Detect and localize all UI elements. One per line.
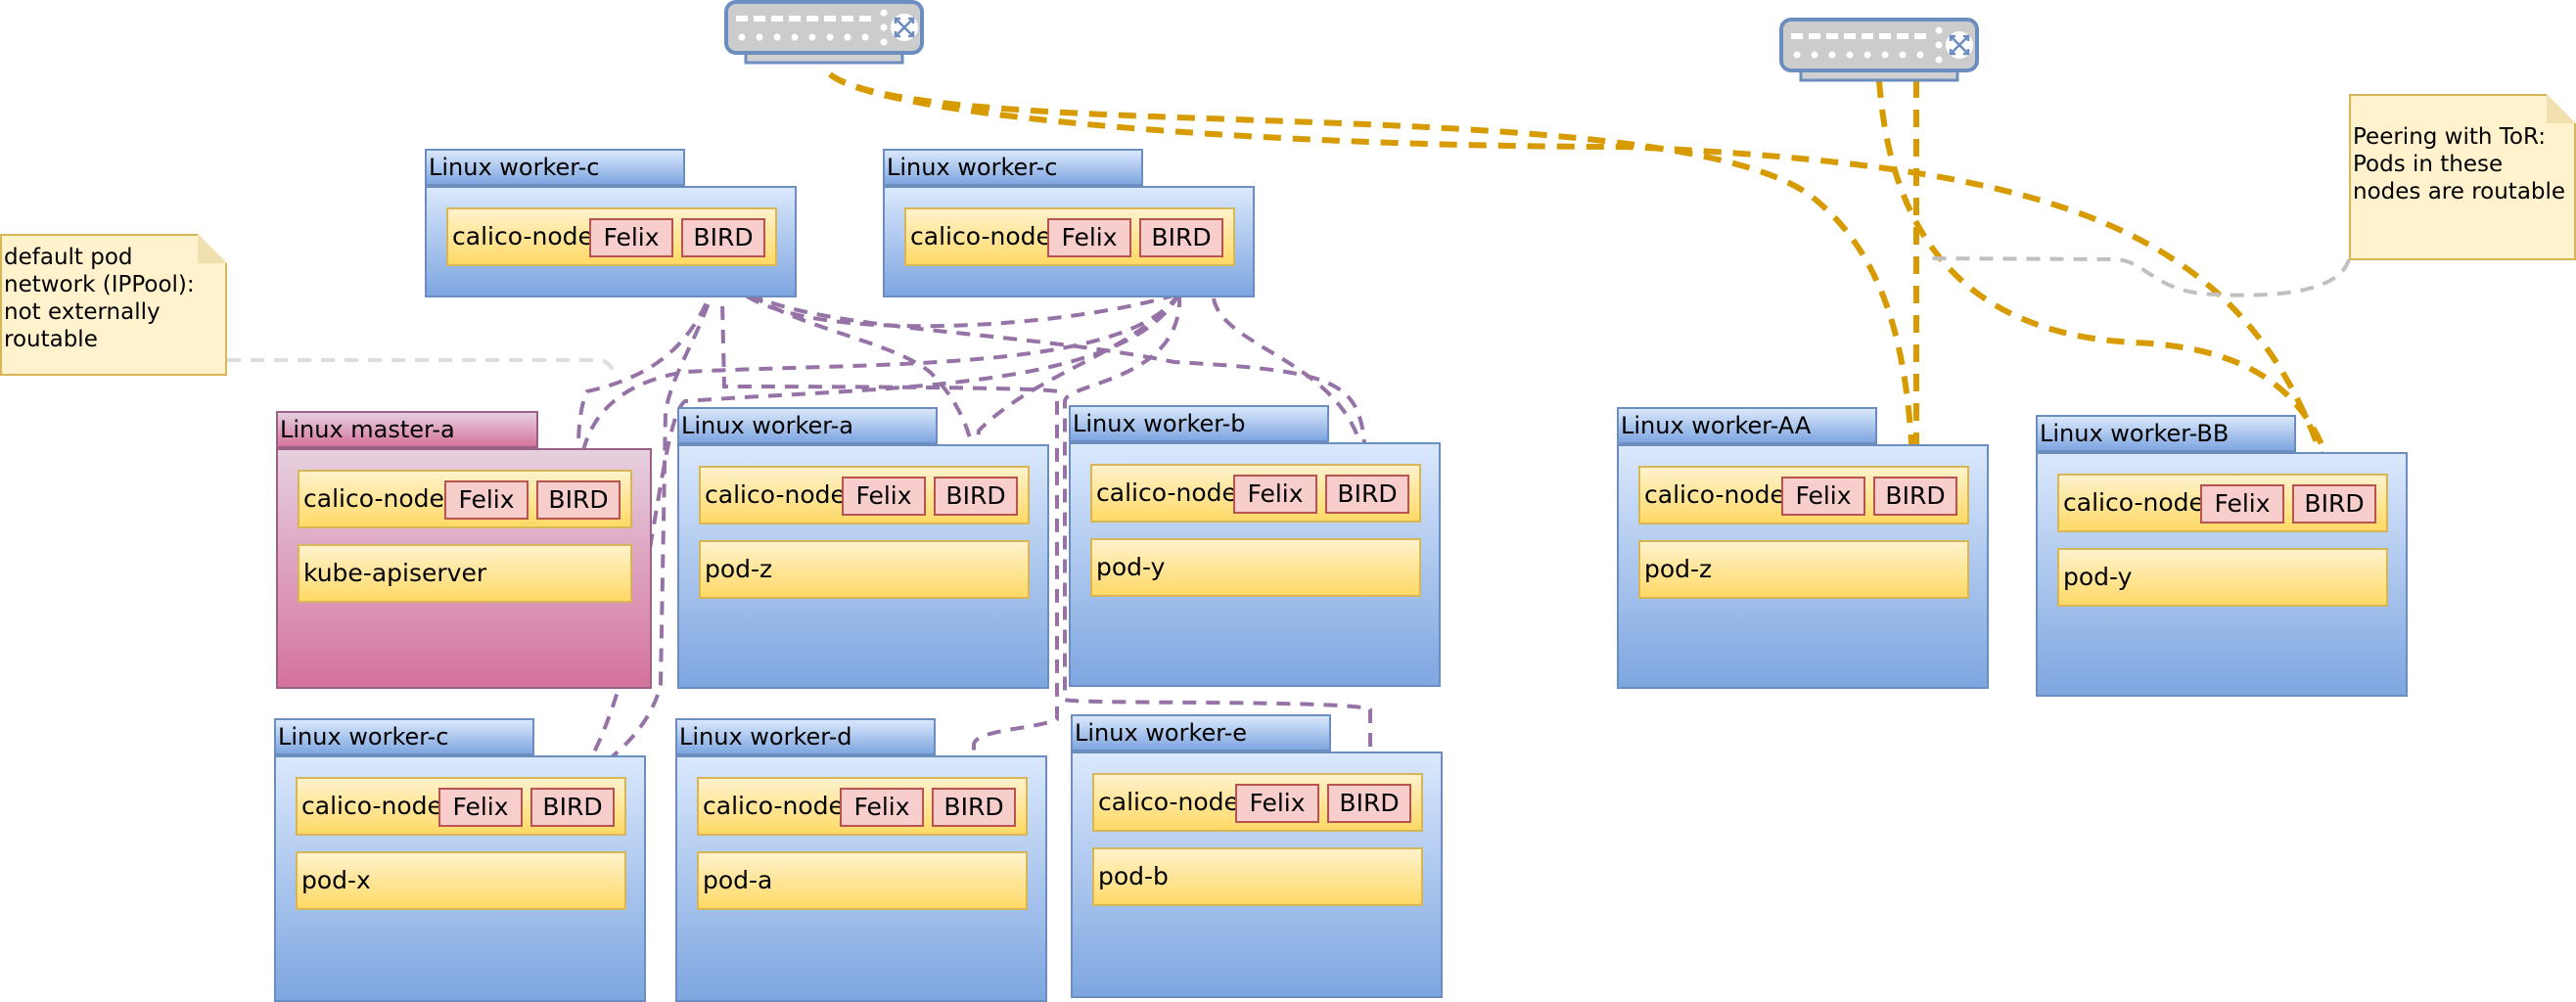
bgp-link-workerc2-workere <box>1063 293 1372 784</box>
note-peering-text: Peering with ToR: Pods in these nodes ar… <box>2353 124 2566 205</box>
node-body: calico-node Felix BIRD pod-y <box>1069 442 1441 687</box>
node-body: calico-node Felix BIRD pod-a <box>675 755 1047 1002</box>
felix-component[interactable]: Felix <box>444 480 529 520</box>
node-body: calico-node Felix BIRD <box>883 186 1255 297</box>
calico-node-label: calico-node <box>703 792 844 820</box>
bird-component[interactable]: BIRD <box>536 480 621 520</box>
node-body: calico-node Felix BIRD pod-z <box>1617 444 1989 689</box>
note-fold-icon <box>2547 94 2576 123</box>
calico-node-container[interactable]: calico-node Felix BIRD <box>697 777 1028 836</box>
note-link-peering <box>1922 256 2351 297</box>
node-title: Linux worker-b <box>1069 405 1329 442</box>
node-title: Linux worker-a <box>677 407 938 444</box>
network-switch-icon <box>1779 18 1979 82</box>
calico-node-container[interactable]: calico-node Felix BIRD <box>904 207 1235 266</box>
bgp-link-workerc2-workerb <box>1212 297 1367 476</box>
node-body: calico-node Felix BIRD pod-y <box>2036 452 2408 697</box>
calico-node-container[interactable]: calico-node Felix BIRD <box>298 470 632 528</box>
pod-x[interactable]: pod-x <box>296 851 626 910</box>
bgp-link-workerc2-master <box>577 292 1181 478</box>
felix-component[interactable]: Felix <box>1047 218 1131 257</box>
calico-node-container[interactable]: calico-node Felix BIRD <box>1092 773 1423 832</box>
felix-component[interactable]: Felix <box>1233 475 1317 514</box>
bgp-link-workerc1-master <box>575 258 723 478</box>
tor-switch-1[interactable] <box>724 0 924 65</box>
pod-z[interactable]: pod-z <box>1638 540 1969 599</box>
note-fold-icon <box>198 234 227 263</box>
node-title: Linux worker-e <box>1071 714 1331 752</box>
bird-component[interactable]: BIRD <box>1139 218 1223 257</box>
bird-component[interactable]: BIRD <box>932 788 1016 827</box>
felix-component[interactable]: Felix <box>842 477 926 516</box>
bgp-link-workerc1-workerb <box>719 258 1367 476</box>
node-body: calico-node Felix BIRD pod-z <box>677 444 1049 689</box>
note-peering: Peering with ToR: Pods in these nodes ar… <box>2349 94 2576 260</box>
pod-y[interactable]: pod-y <box>1090 538 1421 597</box>
calico-node-container[interactable]: calico-node Felix BIRD <box>699 466 1030 524</box>
bird-component[interactable]: BIRD <box>1327 784 1411 823</box>
calico-node-container[interactable]: calico-node Felix BIRD <box>446 207 777 266</box>
note-link-default-pool <box>227 358 616 379</box>
felix-component[interactable]: Felix <box>840 788 924 827</box>
calico-node-label: calico-node <box>303 484 444 513</box>
calico-node-label: calico-node <box>705 480 846 509</box>
felix-component[interactable]: Felix <box>589 218 673 257</box>
bgp-link-workerc1-workerd <box>719 258 1059 788</box>
calico-node-label: calico-node <box>910 222 1051 250</box>
calico-node-label: calico-node <box>2063 488 2204 517</box>
node-body: calico-node Felix BIRD pod-b <box>1071 752 1443 998</box>
calico-node-label: calico-node <box>1644 480 1785 509</box>
pod-a[interactable]: pod-a <box>697 851 1028 910</box>
node-title: Linux worker-d <box>675 718 936 755</box>
node-title: Linux worker-c <box>425 149 685 186</box>
bird-component[interactable]: BIRD <box>934 477 1018 516</box>
calico-node-label: calico-node <box>1098 788 1239 816</box>
pod-y[interactable]: pod-y <box>2057 548 2388 607</box>
pod-b[interactable]: pod-b <box>1092 847 1423 906</box>
calico-node-label: calico-node <box>1096 478 1237 507</box>
note-default-pool-text: default pod network (IPPool): not extern… <box>4 245 195 352</box>
note-default-pool: default pod network (IPPool): not extern… <box>0 234 227 376</box>
calico-node-label: calico-node <box>301 792 442 820</box>
calico-node-container[interactable]: calico-node Felix BIRD <box>1090 464 1421 523</box>
network-switch-icon <box>724 0 924 65</box>
calico-node-container[interactable]: calico-node Felix BIRD <box>1638 466 1969 524</box>
node-body: calico-node Felix BIRD kube-apiserver <box>276 448 652 689</box>
node-body: calico-node Felix BIRD <box>425 186 797 297</box>
bird-component[interactable]: BIRD <box>1873 477 1957 516</box>
node-title: Linux worker-AA <box>1617 407 1877 444</box>
felix-component[interactable]: Felix <box>438 788 523 827</box>
pod-kube-apiserver[interactable]: kube-apiserver <box>298 544 632 603</box>
calico-node-container[interactable]: calico-node Felix BIRD <box>296 777 626 836</box>
bird-component[interactable]: BIRD <box>2292 484 2376 524</box>
bird-component[interactable]: BIRD <box>1325 475 1409 514</box>
tor-switch-2[interactable] <box>1779 18 1979 82</box>
node-title: Linux worker-BB <box>2036 415 2296 452</box>
bird-component[interactable]: BIRD <box>530 788 615 827</box>
pod-z[interactable]: pod-z <box>699 540 1030 599</box>
bgp-link-workerc2-workera <box>974 292 1181 473</box>
calico-node-container[interactable]: calico-node Felix BIRD <box>2057 474 2388 532</box>
node-body: calico-node Felix BIRD pod-x <box>274 755 646 1002</box>
felix-component[interactable]: Felix <box>1781 477 1865 516</box>
felix-component[interactable]: Felix <box>1235 784 1319 823</box>
node-title: Linux worker-c <box>883 149 1143 186</box>
calico-node-label: calico-node <box>452 222 593 250</box>
node-title: Linux worker-c <box>274 718 534 755</box>
felix-component[interactable]: Felix <box>2200 484 2284 524</box>
bird-component[interactable]: BIRD <box>681 218 765 257</box>
node-title: Linux master-a <box>276 411 538 448</box>
